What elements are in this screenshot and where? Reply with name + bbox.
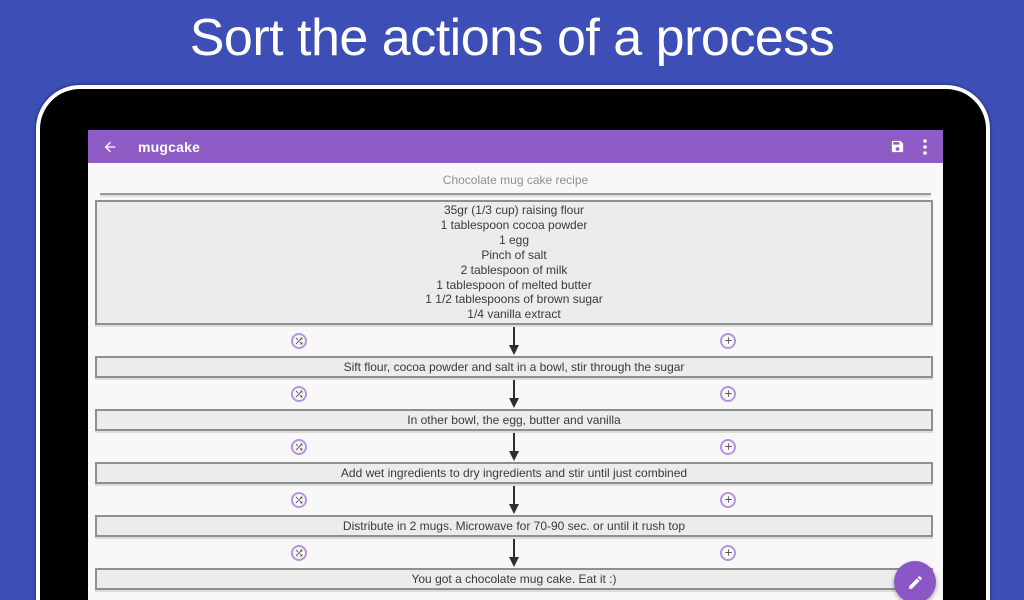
arrow-down-icon	[507, 326, 521, 355]
process-step-box[interactable]: Add wet ingredients to dry ingredients a…	[95, 462, 933, 485]
connector-row	[95, 378, 933, 409]
back-icon[interactable]	[102, 139, 118, 155]
connector-row	[95, 431, 933, 462]
add-step-icon[interactable]	[720, 544, 736, 561]
shuffle-icon[interactable]	[291, 491, 307, 508]
ingredient-line: 1/4 vanilla extract	[467, 307, 561, 322]
ingredients-box[interactable]: 35gr (1/3 cup) raising flour 1 tablespoo…	[95, 200, 933, 326]
app-screen: mugcake Chocolate mug cake recipe 35gr (…	[88, 130, 943, 600]
shuffle-icon[interactable]	[291, 332, 307, 349]
connector-row	[95, 325, 933, 356]
ingredient-line: 2 tablespoon of milk	[460, 262, 568, 277]
arrow-down-icon	[507, 379, 521, 408]
arrow-down-icon	[507, 432, 521, 461]
process-flowchart: 35gr (1/3 cup) raising flour 1 tablespoo…	[95, 200, 933, 591]
ingredient-line: 1 1/2 tablespoons of brown sugar	[425, 292, 603, 307]
add-step-icon[interactable]	[720, 385, 736, 402]
add-step-icon[interactable]	[720, 332, 736, 349]
recipe-title-underline	[100, 193, 931, 195]
shuffle-icon[interactable]	[291, 544, 307, 561]
ingredient-line: 1 egg	[498, 232, 530, 247]
save-icon[interactable]	[890, 139, 905, 154]
app-title: mugcake	[138, 138, 201, 155]
connector-row	[95, 537, 933, 568]
ingredient-line: 35gr (1/3 cup) raising flour	[443, 203, 585, 217]
recipe-title: Chocolate mug cake recipe	[442, 173, 589, 187]
add-step-icon[interactable]	[720, 438, 736, 455]
connector-row	[95, 484, 933, 515]
ingredient-line: 1 tablespoon cocoa powder	[440, 217, 588, 232]
app-bar: mugcake	[88, 130, 943, 163]
shuffle-icon[interactable]	[291, 385, 307, 402]
add-step-icon[interactable]	[720, 491, 736, 508]
banner-title: Sort the actions of a process	[189, 8, 835, 67]
overflow-menu-icon[interactable]	[923, 138, 927, 155]
process-step-box[interactable]: Distribute in 2 mugs. Microwave for 70-9…	[95, 515, 933, 538]
arrow-down-icon	[507, 538, 521, 567]
tablet-frame: mugcake Chocolate mug cake recipe 35gr (…	[36, 85, 990, 600]
process-step-box[interactable]: You got a chocolate mug cake. Eat it :)	[95, 568, 933, 591]
arrow-down-icon	[507, 485, 521, 514]
process-step-box[interactable]: In other bowl, the egg, butter and vanil…	[95, 409, 933, 432]
process-step-box[interactable]: Sift flour, cocoa powder and salt in a b…	[95, 356, 933, 379]
shuffle-icon[interactable]	[291, 438, 307, 455]
ingredient-line: 1 tablespoon of melted butter	[436, 277, 592, 292]
edit-fab[interactable]	[894, 561, 936, 600]
ingredient-line: Pinch of salt	[481, 247, 547, 262]
